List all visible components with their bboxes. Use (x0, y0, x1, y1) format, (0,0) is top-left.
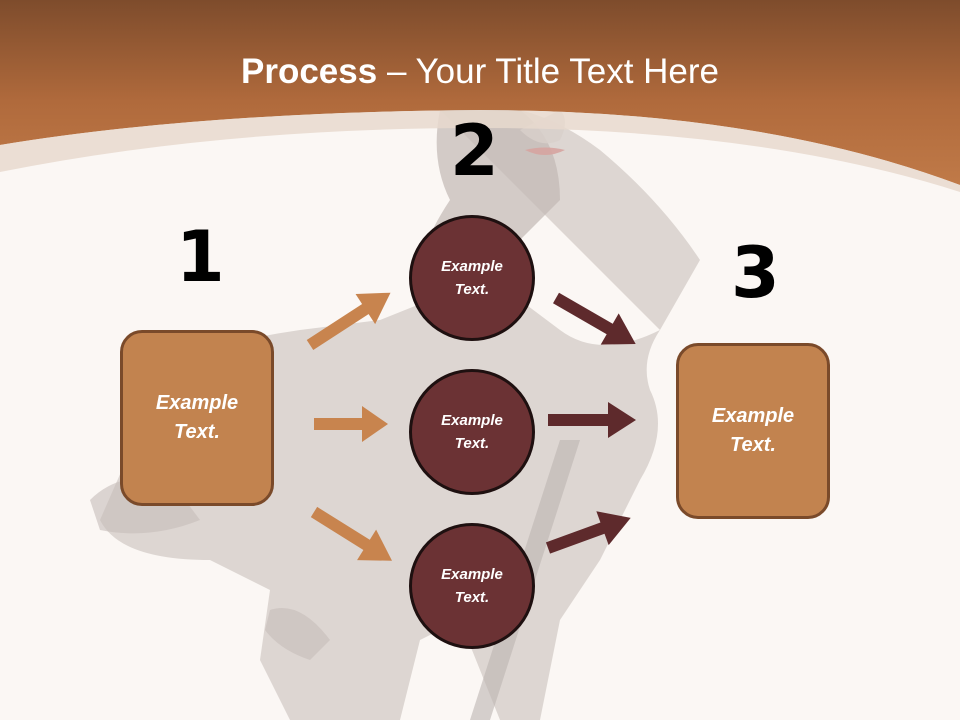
step-3-box: Example Text. (676, 343, 830, 519)
circle-top-label-line2: Text. (454, 281, 490, 298)
arrow-to-middle-circle (314, 406, 388, 442)
slide-title: Process – Your Title Text Here (0, 52, 960, 92)
arrow-from-top-circle (553, 292, 636, 345)
arrow-from-middle-circle (548, 402, 636, 438)
circle-bottom-label-line2: Text. (454, 589, 490, 606)
step-3-label-line2: Text. (730, 434, 776, 456)
arrows-right (545, 292, 636, 554)
header-band (0, 0, 960, 185)
circle-bottom-label-line1: Example (441, 565, 503, 583)
header-swoosh (0, 110, 960, 192)
arrow-to-top-circle (306, 292, 391, 351)
step-2-circle-middle: Example Text. (409, 369, 535, 495)
arrow-from-bottom-circle (545, 511, 631, 554)
arrows-left (306, 292, 393, 561)
step-number-2: 2 (450, 110, 499, 192)
step-1-label-line1: Example (155, 392, 239, 414)
step-number-3: 3 (731, 232, 780, 314)
step-2-circle-bottom: Example Text. (409, 523, 535, 649)
arrow-to-bottom-circle (310, 506, 393, 561)
circle-top-label-line1: Example (441, 257, 503, 275)
step-number-1: 1 (176, 216, 225, 298)
step-1-box: Example Text. (120, 330, 274, 506)
step-2-circle-top: Example Text. (409, 215, 535, 341)
circle-middle-label-line1: Example (441, 411, 503, 429)
step-1-label-line2: Text. (174, 421, 220, 443)
title-rest: – Your Title Text Here (377, 52, 719, 91)
step-3-label-line1: Example (711, 405, 795, 427)
circle-middle-label-line2: Text. (454, 435, 490, 452)
title-bold: Process (241, 52, 378, 91)
